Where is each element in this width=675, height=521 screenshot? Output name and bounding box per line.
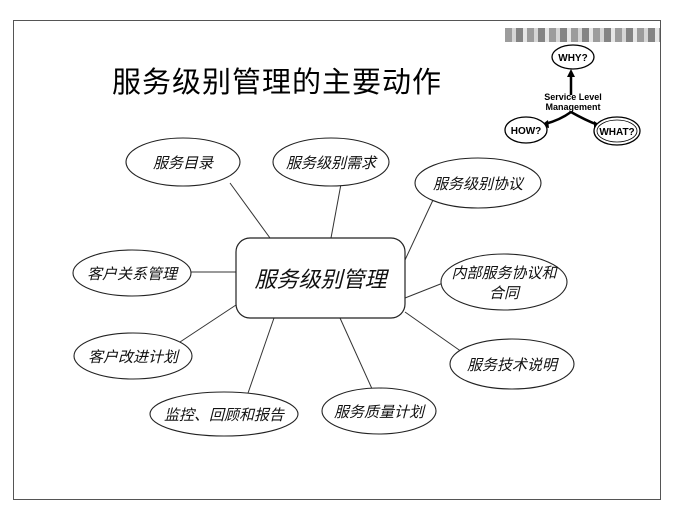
connector-lines — [179, 182, 463, 397]
mini-what-ellipse — [593, 116, 641, 146]
node-techspec: 服务技术说明 — [449, 338, 575, 390]
connector-ola — [404, 282, 444, 299]
node-improve-label: 客户改进计划 — [88, 348, 180, 366]
mini-arrow-left — [544, 110, 572, 126]
node-catalog: 服务目录 — [125, 137, 241, 187]
node-requirements: 服务级别需求 — [272, 137, 390, 187]
node-relationship-label: 客户关系管理 — [87, 265, 179, 283]
node-quality: 服务质量计划 — [321, 387, 437, 435]
connector-monitor — [246, 317, 275, 397]
mini-arrow-right — [570, 110, 599, 127]
connector-quality — [339, 317, 374, 392]
node-agreement: 服务级别协议 — [414, 157, 542, 209]
node-monitor: 监控、回顾和报告 — [149, 391, 299, 437]
slide-title: 服务级别管理的主要动作 — [112, 65, 443, 99]
node-catalog-label: 服务目录 — [153, 154, 214, 172]
node-agreement-label: 服务级别协议 — [433, 175, 525, 193]
connector-improve — [179, 304, 237, 343]
node-improve: 客户改进计划 — [73, 332, 193, 380]
mini-how-label: HOW? — [511, 126, 542, 137]
mini-center-line1: Service Level — [544, 92, 602, 102]
center-box — [235, 237, 406, 319]
mini-why-label: WHY? — [558, 53, 587, 64]
connector-techspec — [404, 311, 463, 353]
node-requirements-label: 服务级别需求 — [286, 154, 378, 172]
blurred-header-bar — [505, 28, 660, 42]
node-relationship: 客户关系管理 — [72, 249, 192, 297]
connector-catalog — [229, 182, 271, 239]
node-ola: 内部服务协议和 合同 — [440, 253, 568, 311]
node-ola-label-line2: 合同 — [489, 284, 521, 302]
connector-requirements — [330, 183, 342, 239]
mini-what-inner-ring — [596, 119, 638, 143]
mini-why-ellipse — [551, 44, 595, 70]
node-monitor-label: 监控、回顾和报告 — [164, 406, 285, 424]
node-techspec-label: 服务技术说明 — [467, 356, 559, 374]
mini-diagram: WHY? Service Level Management HOW? WHAT? — [504, 44, 641, 146]
center-label: 服务级别管理 — [254, 268, 389, 293]
node-ola-label-line1: 内部服务协议和 — [451, 264, 558, 282]
mini-center-line2: Management — [545, 102, 600, 112]
mini-what-label: WHAT? — [599, 127, 634, 138]
node-quality-label: 服务质量计划 — [334, 403, 426, 421]
connector-agreement — [404, 199, 434, 261]
mini-arrow-up-head — [567, 69, 575, 77]
mini-how-ellipse — [504, 116, 548, 144]
